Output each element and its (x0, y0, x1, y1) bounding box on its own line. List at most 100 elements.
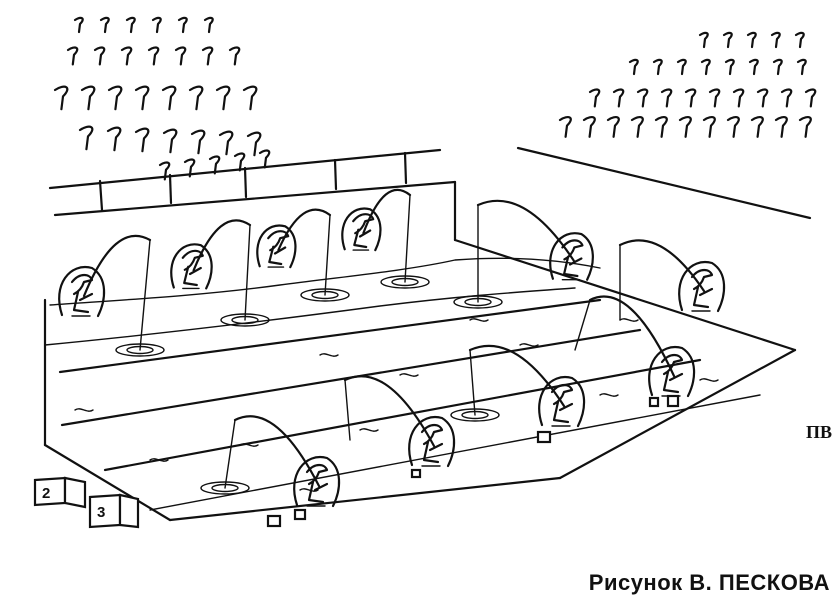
spectator (162, 128, 178, 154)
pool-water-lines (44, 257, 761, 511)
spectator (698, 31, 709, 49)
angler (341, 188, 412, 283)
float-ripple (200, 481, 250, 495)
ripple (239, 443, 259, 447)
ripple (359, 428, 379, 432)
spectator (804, 88, 817, 108)
spectator (183, 158, 196, 178)
spectator (215, 85, 231, 111)
spectator (177, 16, 188, 34)
spectator (796, 58, 807, 76)
spectator (756, 88, 769, 108)
spectator (233, 152, 246, 172)
ripple (699, 378, 719, 382)
ripple (319, 353, 339, 357)
ripple (149, 458, 169, 462)
spectator (66, 46, 79, 66)
spectator (628, 58, 639, 76)
spectator (748, 58, 759, 76)
angler (618, 239, 726, 321)
anglers (58, 188, 726, 508)
lane-number-2: 2 (42, 485, 50, 502)
spectator (794, 31, 805, 49)
angler (574, 295, 696, 398)
starting-block-3: 3 (88, 493, 140, 529)
angler (256, 208, 332, 296)
spectator (770, 31, 781, 49)
spectator (190, 129, 206, 155)
spectator (218, 130, 234, 156)
water-ripples (74, 275, 719, 495)
spectator (702, 116, 716, 138)
spectator (774, 116, 788, 138)
spectator (106, 126, 122, 152)
spectator (654, 116, 668, 138)
spectator (676, 58, 687, 76)
spectator (258, 149, 271, 169)
spectator (558, 116, 572, 138)
spectator (684, 88, 697, 108)
right-stands-crowd (558, 31, 817, 138)
spectator (606, 116, 620, 138)
ripple (519, 343, 539, 347)
spectator (53, 85, 69, 111)
spectator (134, 127, 150, 153)
left-stands-crowd (53, 16, 271, 181)
spectator (612, 88, 625, 108)
spectator (726, 116, 740, 138)
starting-block-2: 2 (33, 476, 87, 509)
spectator (630, 116, 644, 138)
spectator (746, 31, 757, 49)
spectator (700, 58, 711, 76)
spectator (201, 46, 214, 66)
pool-back-wall (48, 148, 457, 217)
angler (224, 415, 341, 508)
angler (343, 375, 456, 468)
spectator (798, 116, 812, 138)
spectator (588, 88, 601, 108)
spectator (780, 88, 793, 108)
angler (476, 199, 594, 303)
angler (170, 219, 252, 321)
spectator (228, 46, 241, 66)
ripple (299, 488, 319, 492)
spectator (203, 16, 214, 34)
spectator (652, 58, 663, 76)
pool-left-edge (43, 298, 562, 522)
spectator (174, 46, 187, 66)
spectator (722, 31, 733, 49)
spectator (120, 46, 133, 66)
spectator (636, 88, 649, 108)
bait-cans (266, 394, 680, 528)
ripple (619, 318, 639, 322)
spectator (242, 85, 258, 111)
spectator (161, 85, 177, 111)
spectator (134, 85, 150, 111)
spectator (80, 85, 96, 111)
spectator (158, 161, 171, 181)
spectator (724, 58, 735, 76)
angler (468, 344, 586, 428)
caption: Рисунок В. ПЕСКОВА (588, 570, 830, 595)
spectator (107, 85, 123, 111)
spectator (772, 58, 783, 76)
spectator (151, 16, 162, 34)
spectator (732, 88, 745, 108)
ripple (399, 373, 419, 377)
spectator (147, 46, 160, 66)
spectator (73, 16, 84, 34)
spectator (208, 155, 221, 175)
spectator (125, 16, 136, 34)
artist-signature: ПВ (806, 422, 832, 442)
spectator (78, 125, 94, 151)
angler (58, 234, 152, 351)
spectator (93, 46, 106, 66)
spectator (99, 16, 110, 34)
spectator (750, 116, 764, 138)
spectator (188, 85, 204, 111)
spectator (246, 131, 262, 157)
spectator (660, 88, 673, 108)
spectator (708, 88, 721, 108)
spectator (582, 116, 596, 138)
